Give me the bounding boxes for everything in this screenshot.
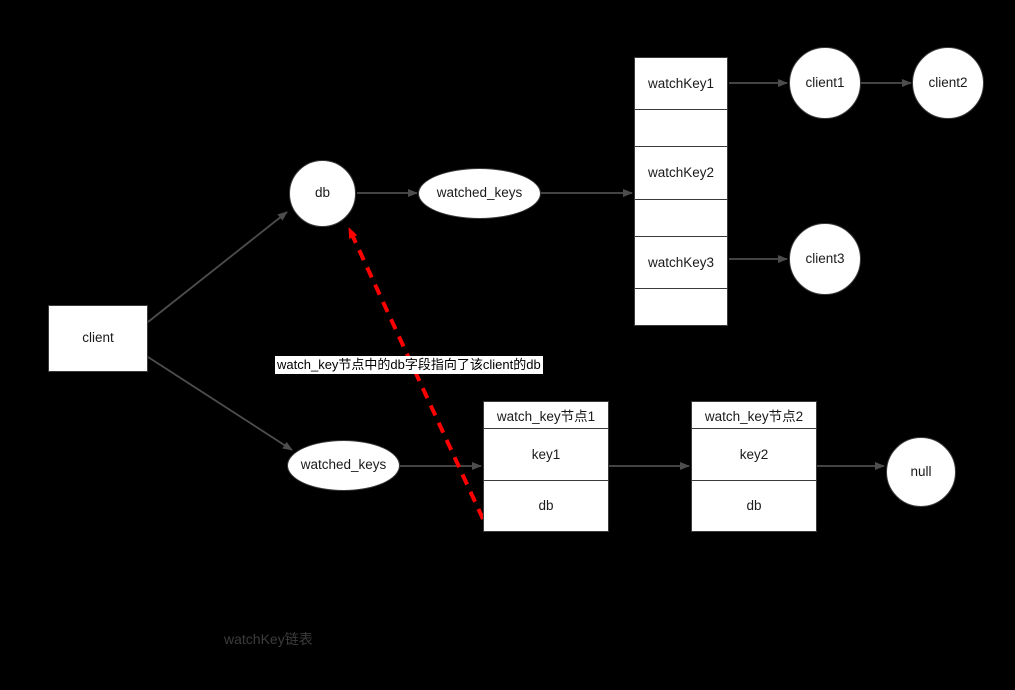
watchkey-table-cell-label: watchKey2 — [647, 165, 715, 181]
node-watched-keys-top-label: watched_keys — [436, 185, 523, 201]
watchkey-table-row[interactable]: watchKey1 — [635, 58, 727, 111]
node-watched-keys-top[interactable]: watched_keys — [418, 168, 541, 219]
watch-key-node-1-key-label: key1 — [531, 446, 561, 462]
watch-key-node-1: watch_key节点1 key1 db — [483, 401, 609, 532]
node-client[interactable]: client — [48, 305, 148, 372]
watch-key-node-2-db-label: db — [746, 498, 762, 514]
watchkey-table-cell-label: watchKey3 — [647, 254, 715, 270]
watchkey-table-row[interactable] — [635, 288, 727, 326]
node-watched-keys-bottom-label: watched_keys — [300, 457, 387, 473]
edge-client-to-db — [147, 211, 288, 323]
watch-key-node-2-key-label: key2 — [739, 446, 769, 462]
node-watched-keys-bottom[interactable]: watched_keys — [287, 440, 400, 491]
watchkey-table-row[interactable] — [635, 110, 727, 148]
watchkey-table-row[interactable]: watchKey2 — [635, 147, 727, 200]
watchkey-table: watchKey1 watchKey2 watchKey3 — [634, 57, 728, 326]
node-null[interactable]: null — [886, 437, 956, 507]
watch-key-node-2: watch_key节点2 key2 db — [691, 401, 817, 532]
watchkey-table-row[interactable]: watchKey3 — [635, 236, 727, 289]
diagram-caption-text: watchKey链表 — [224, 631, 313, 647]
node-client2-label: client2 — [928, 74, 968, 90]
watch-key-node-2-db-cell[interactable]: db — [692, 480, 816, 531]
watchkey-table-cell-label: watchKey1 — [647, 76, 715, 92]
edge-client-to-watched-keys-bottom — [147, 356, 293, 451]
node-client1-label: client1 — [805, 74, 845, 90]
watch-key-node-1-db-label: db — [538, 498, 554, 514]
node-client-label: client — [82, 330, 114, 346]
annotation-label: watch_key节点中的db字段指向了该client的db — [275, 356, 543, 374]
watch-key-node-1-key-cell[interactable]: key1 — [484, 429, 608, 481]
node-client3[interactable]: client3 — [789, 223, 861, 295]
node-client2[interactable]: client2 — [912, 47, 984, 119]
annotation-label-text: watch_key节点中的db字段指向了该client的db — [277, 357, 541, 372]
watch-key-node-2-key-cell[interactable]: key2 — [692, 429, 816, 481]
watch-key-node-1-db-cell[interactable]: db — [484, 480, 608, 531]
node-db[interactable]: db — [289, 160, 356, 227]
watch-key-node-2-header: watch_key节点2 — [692, 402, 816, 429]
node-db-label: db — [314, 185, 331, 201]
watch-key-node-1-header-label: watch_key节点1 — [496, 409, 596, 424]
watch-key-node-2-header-label: watch_key节点2 — [704, 409, 804, 424]
node-client3-label: client3 — [805, 250, 845, 266]
watchkey-table-row[interactable] — [635, 199, 727, 237]
watch-key-node-1-header: watch_key节点1 — [484, 402, 608, 429]
diagram-caption: watchKey链表 — [224, 629, 313, 649]
node-client1[interactable]: client1 — [789, 47, 861, 119]
node-null-label: null — [910, 463, 932, 479]
